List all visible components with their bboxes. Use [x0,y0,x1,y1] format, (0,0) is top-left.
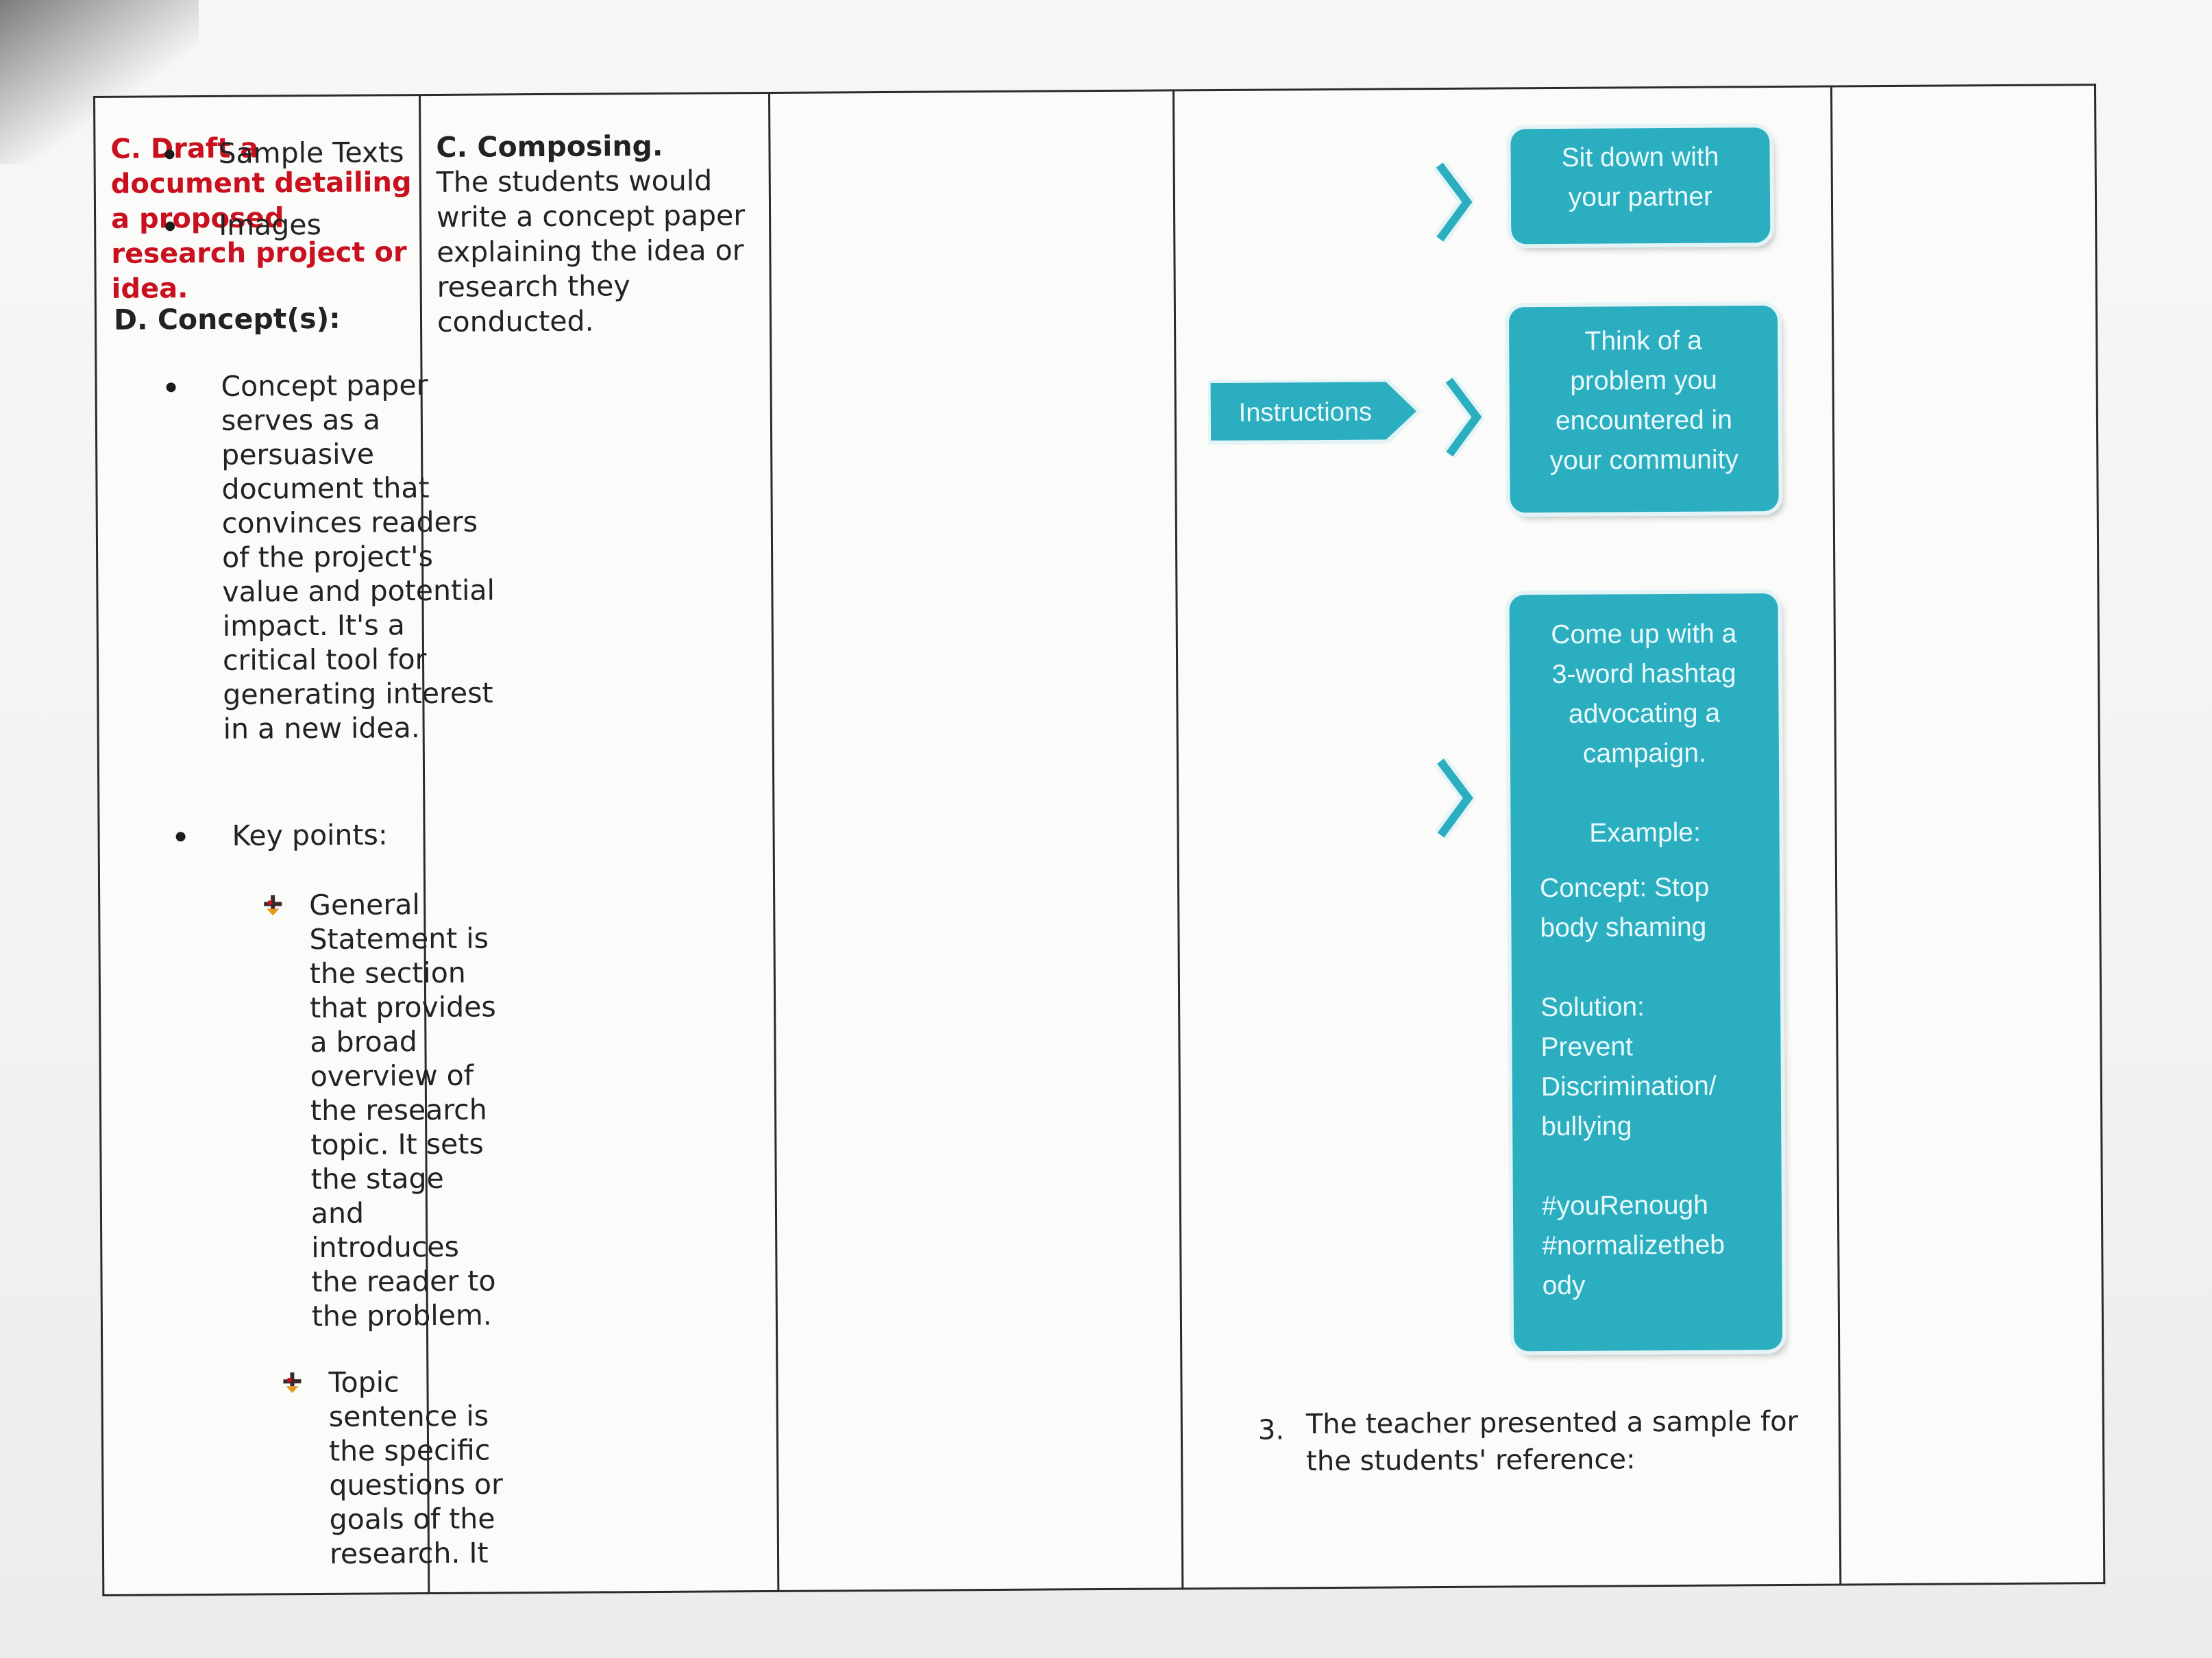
chevron-right-icon [1434,756,1475,840]
step-line: Concept: Stop [1539,872,1710,904]
step-line: Solution: [1540,992,1645,1023]
step-box-hashtag: Come up with a 3-word hashtag advocating… [1509,593,1783,1352]
step-line: Come up with a [1551,619,1737,650]
list-item: Concept paper serves as a persuasive doc… [136,367,495,745]
activity-cell: Instructions Sit down with your partner [1173,86,1841,1589]
material-item: Images [219,208,322,242]
sub-point-text: General Statement is the section that pr… [309,888,496,1333]
concept-paper-text: Concept paper serves as a persuasive doc… [221,369,495,745]
step-line: Think of a [1584,325,1702,356]
arrow-bullet-icon [283,1372,302,1394]
step-line: 3-word hashtag [1551,658,1736,690]
lesson-plan-table: C. Draft a document detailing a proposed… [93,84,2106,1596]
list-item: Images [135,207,478,242]
step-line: Example: [1589,817,1701,848]
step-line: encountered in [1555,405,1733,436]
key-points-label: Key points: [232,818,388,852]
step-line: problem you [1570,365,1718,396]
list-item: Key points: [138,817,495,852]
table-row: C. Draft a document detailing a proposed… [94,84,2104,1596]
chevron-right-icon [1442,375,1484,458]
bullet-icon [175,832,186,842]
step-line: advocating a [1568,698,1721,729]
step-text: The teacher presented a sample for the s… [1305,1405,1799,1478]
step-line: your community [1549,445,1739,476]
step-line: ody [1542,1270,1586,1301]
step-line: Sit down with [1561,142,1719,173]
step-line: bullying [1541,1111,1632,1142]
step-line: Prevent [1540,1032,1634,1063]
materials-concepts-cell: Sample Texts Images D. Concept(s): Conce… [114,90,1183,1592]
lesson-plan-table-wrapper: C. Draft a document detailing a proposed… [93,84,2106,1596]
step-line: Discrimination/ [1540,1071,1717,1102]
concepts-heading: D. Concept(s): [113,301,341,336]
bullet-icon [164,149,175,160]
instructions-arrow-shape: Instructions [1207,379,1422,445]
step-line: body shaming [1540,912,1707,943]
bullet-icon [165,221,175,232]
material-item: Sample Texts [218,136,404,170]
step-number: 3. [1257,1414,1285,1446]
arrow-bullet-icon [264,895,282,916]
step-line: campaign. [1582,738,1707,769]
step-box-sit-down: Sit down with your partner [1510,127,1771,245]
chevron-right-icon [1433,160,1475,244]
step-line: #normalizetheb [1542,1230,1725,1261]
list-item: Topic sentence is the specific questions… [142,1364,503,1570]
bullet-icon [166,382,176,393]
list-item: General Statement is the section that pr… [139,887,496,1333]
sub-point-text: Topic sentence is the specific questions… [328,1365,504,1570]
instructions-label: Instructions [1239,398,1373,428]
step-box-think-problem: Think of a problem you encountered in yo… [1508,305,1779,513]
step-line: your partner [1568,182,1713,212]
step-line: #youRenough [1541,1190,1708,1222]
remarks-cell [1831,84,2104,1585]
list-item: Sample Texts [134,135,477,170]
